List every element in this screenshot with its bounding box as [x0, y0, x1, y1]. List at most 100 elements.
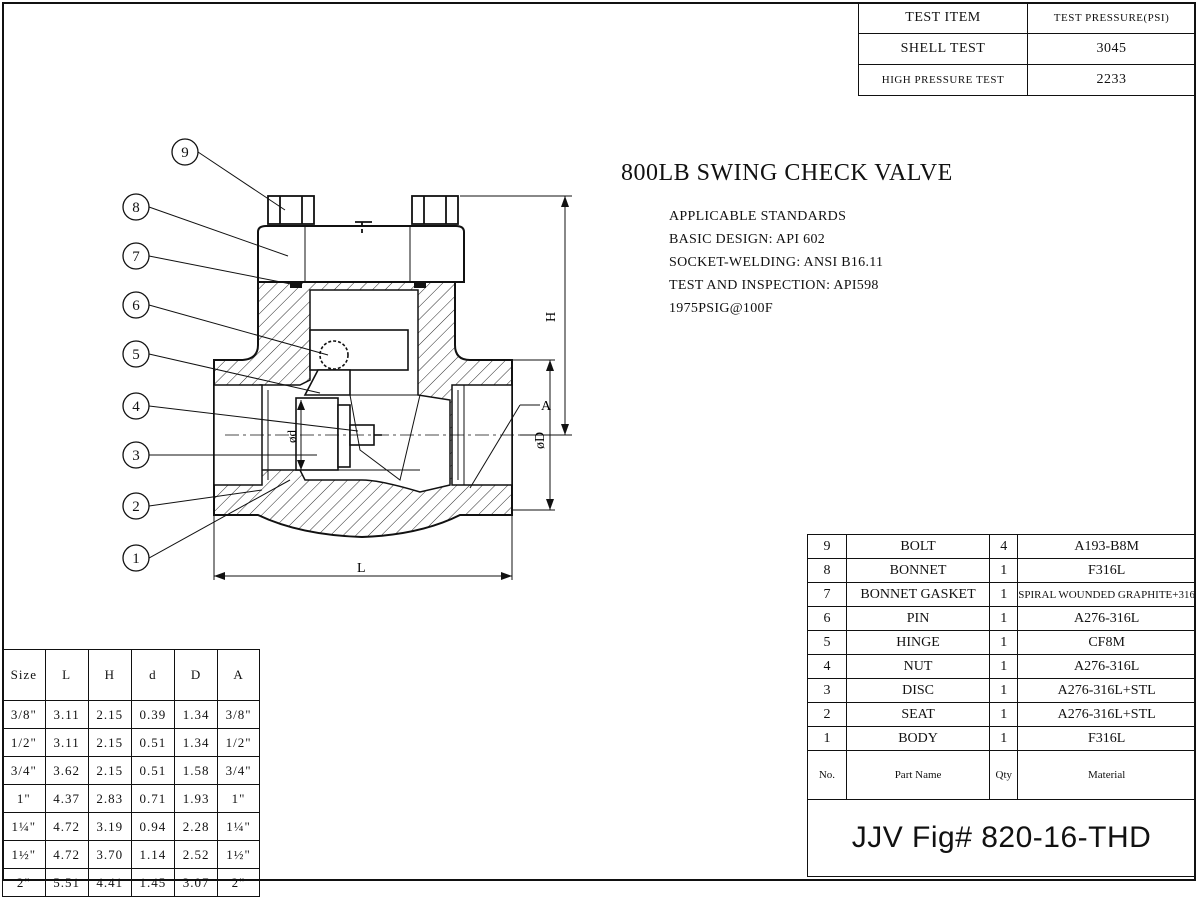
- table-row: HIGH PRESSURE TEST 2233: [858, 64, 1196, 96]
- d-inner-cell: 0.94: [130, 812, 176, 841]
- size-cell: 1/2": [2, 728, 46, 757]
- size-cell: 3/4": [2, 756, 46, 785]
- table-row: SHELL TEST 3045: [858, 33, 1196, 65]
- part-no-cell: 4: [807, 654, 847, 679]
- standards-line: TEST AND INSPECTION: API598: [669, 278, 879, 293]
- part-qty-cell: 1: [989, 606, 1019, 631]
- balloon-1: [122, 544, 150, 572]
- balloon-4: [122, 392, 150, 420]
- d-inner-cell: 0.51: [130, 756, 176, 785]
- l-cell: 3.11: [44, 728, 89, 757]
- no-label: No.: [807, 750, 847, 800]
- qty-label: Qty: [989, 750, 1019, 800]
- part-material-cell: A276-316L: [1017, 654, 1196, 679]
- parts-label-row: No. Part Name Qty Material: [807, 750, 1196, 800]
- a-cell: 3/8": [217, 700, 260, 729]
- part-material-cell: F316L: [1017, 726, 1196, 751]
- part-no-cell: 8: [807, 558, 847, 583]
- part-name-cell: NUT: [845, 654, 991, 679]
- standards-line: SOCKET-WELDING: ANSI B16.11: [669, 255, 884, 270]
- part-material-cell: F316L: [1017, 558, 1196, 583]
- balloon-label-7: 7: [132, 249, 140, 265]
- balloon-label-5: 5: [132, 347, 140, 363]
- l-cell: 4.72: [44, 812, 89, 841]
- part-no-cell: 7: [807, 582, 847, 607]
- part-no-cell: 2: [807, 702, 847, 727]
- part-qty-cell: 1: [989, 582, 1019, 607]
- dimension-label-d-inner: ød: [284, 430, 299, 444]
- bolts: [267, 195, 459, 236]
- drawing-title: 800LB SWING CHECK VALVE: [621, 160, 953, 186]
- part-no-cell: 3: [807, 678, 847, 703]
- standards-line: APPLICABLE STANDARDS: [669, 209, 847, 224]
- h-cell: 3.70: [87, 840, 132, 869]
- d-inner-cell: 1.45: [130, 868, 176, 897]
- d-outer-cell: 1.34: [173, 728, 219, 757]
- standards-block: APPLICABLE STANDARDS BASIC DESIGN: API 6…: [669, 205, 883, 320]
- test-item-cell: HIGH PRESSURE TEST: [858, 64, 1028, 96]
- dimension-label-a: A: [541, 399, 552, 414]
- balloon-label-6: 6: [132, 298, 140, 314]
- a-header: A: [217, 649, 260, 701]
- part-material-cell: A276-316L+STL: [1017, 702, 1196, 727]
- balloon-label-1: 1: [132, 551, 140, 567]
- part-material-cell: CF8M: [1017, 630, 1196, 655]
- part-no-cell: 9: [807, 534, 847, 559]
- part-no-cell: 1: [807, 726, 847, 751]
- part-balloons: [122, 138, 199, 572]
- h-cell: 2.15: [87, 700, 132, 729]
- h-cell: 2.83: [87, 784, 132, 813]
- table-header-row: Size L H d D A: [2, 649, 260, 701]
- part-qty-cell: 1: [989, 558, 1019, 583]
- d-outer-cell: 2.28: [173, 812, 219, 841]
- balloon-5: [122, 340, 150, 368]
- test-pressure-table: TEST ITEM TEST PRESSURE(PSI) SHELL TEST …: [858, 2, 1196, 96]
- balloon-8: [122, 193, 150, 221]
- d-outer-header: D: [173, 649, 219, 701]
- part-qty-cell: 1: [989, 678, 1019, 703]
- standards-line: BASIC DESIGN: API 602: [669, 232, 826, 247]
- h-cell: 4.41: [87, 868, 132, 897]
- part-no-cell: 6: [807, 606, 847, 631]
- d-outer-cell: 2.52: [173, 840, 219, 869]
- dimension-arrows: [214, 196, 569, 580]
- part-name-cell: SEAT: [845, 702, 991, 727]
- part-name-cell: BONNET: [845, 558, 991, 583]
- internals: [295, 329, 421, 481]
- part-name-label: Part Name: [845, 750, 991, 800]
- balloon-3: [122, 441, 150, 469]
- balloon-label-2: 2: [132, 499, 140, 515]
- l-cell: 3.62: [44, 756, 89, 785]
- material-label: Material: [1017, 750, 1196, 800]
- part-qty-cell: 1: [989, 654, 1019, 679]
- dimension-lines: [213, 195, 572, 580]
- part-material-cell: A193-B8M: [1017, 534, 1196, 559]
- part-qty-cell: 1: [989, 702, 1019, 727]
- d-outer-cell: 3.07: [173, 868, 219, 897]
- l-cell: 3.11: [44, 700, 89, 729]
- h-cell: 2.15: [87, 756, 132, 785]
- h-cell: 2.15: [87, 728, 132, 757]
- part-no-cell: 5: [807, 630, 847, 655]
- part-material-cell: A276-316L+STL: [1017, 678, 1196, 703]
- part-name-cell: BOLT: [845, 534, 991, 559]
- leader-lines: [148, 151, 359, 559]
- size-header: Size: [2, 649, 46, 701]
- figure-number-row: JJV Fig# 820-16-THD: [807, 799, 1196, 877]
- dimension-label-h: H: [544, 312, 559, 322]
- part-qty-cell: 1: [989, 630, 1019, 655]
- h-cell: 3.19: [87, 812, 132, 841]
- balloon-label-3: 3: [132, 448, 140, 464]
- standards-line: 1975PSIG@100F: [669, 301, 773, 316]
